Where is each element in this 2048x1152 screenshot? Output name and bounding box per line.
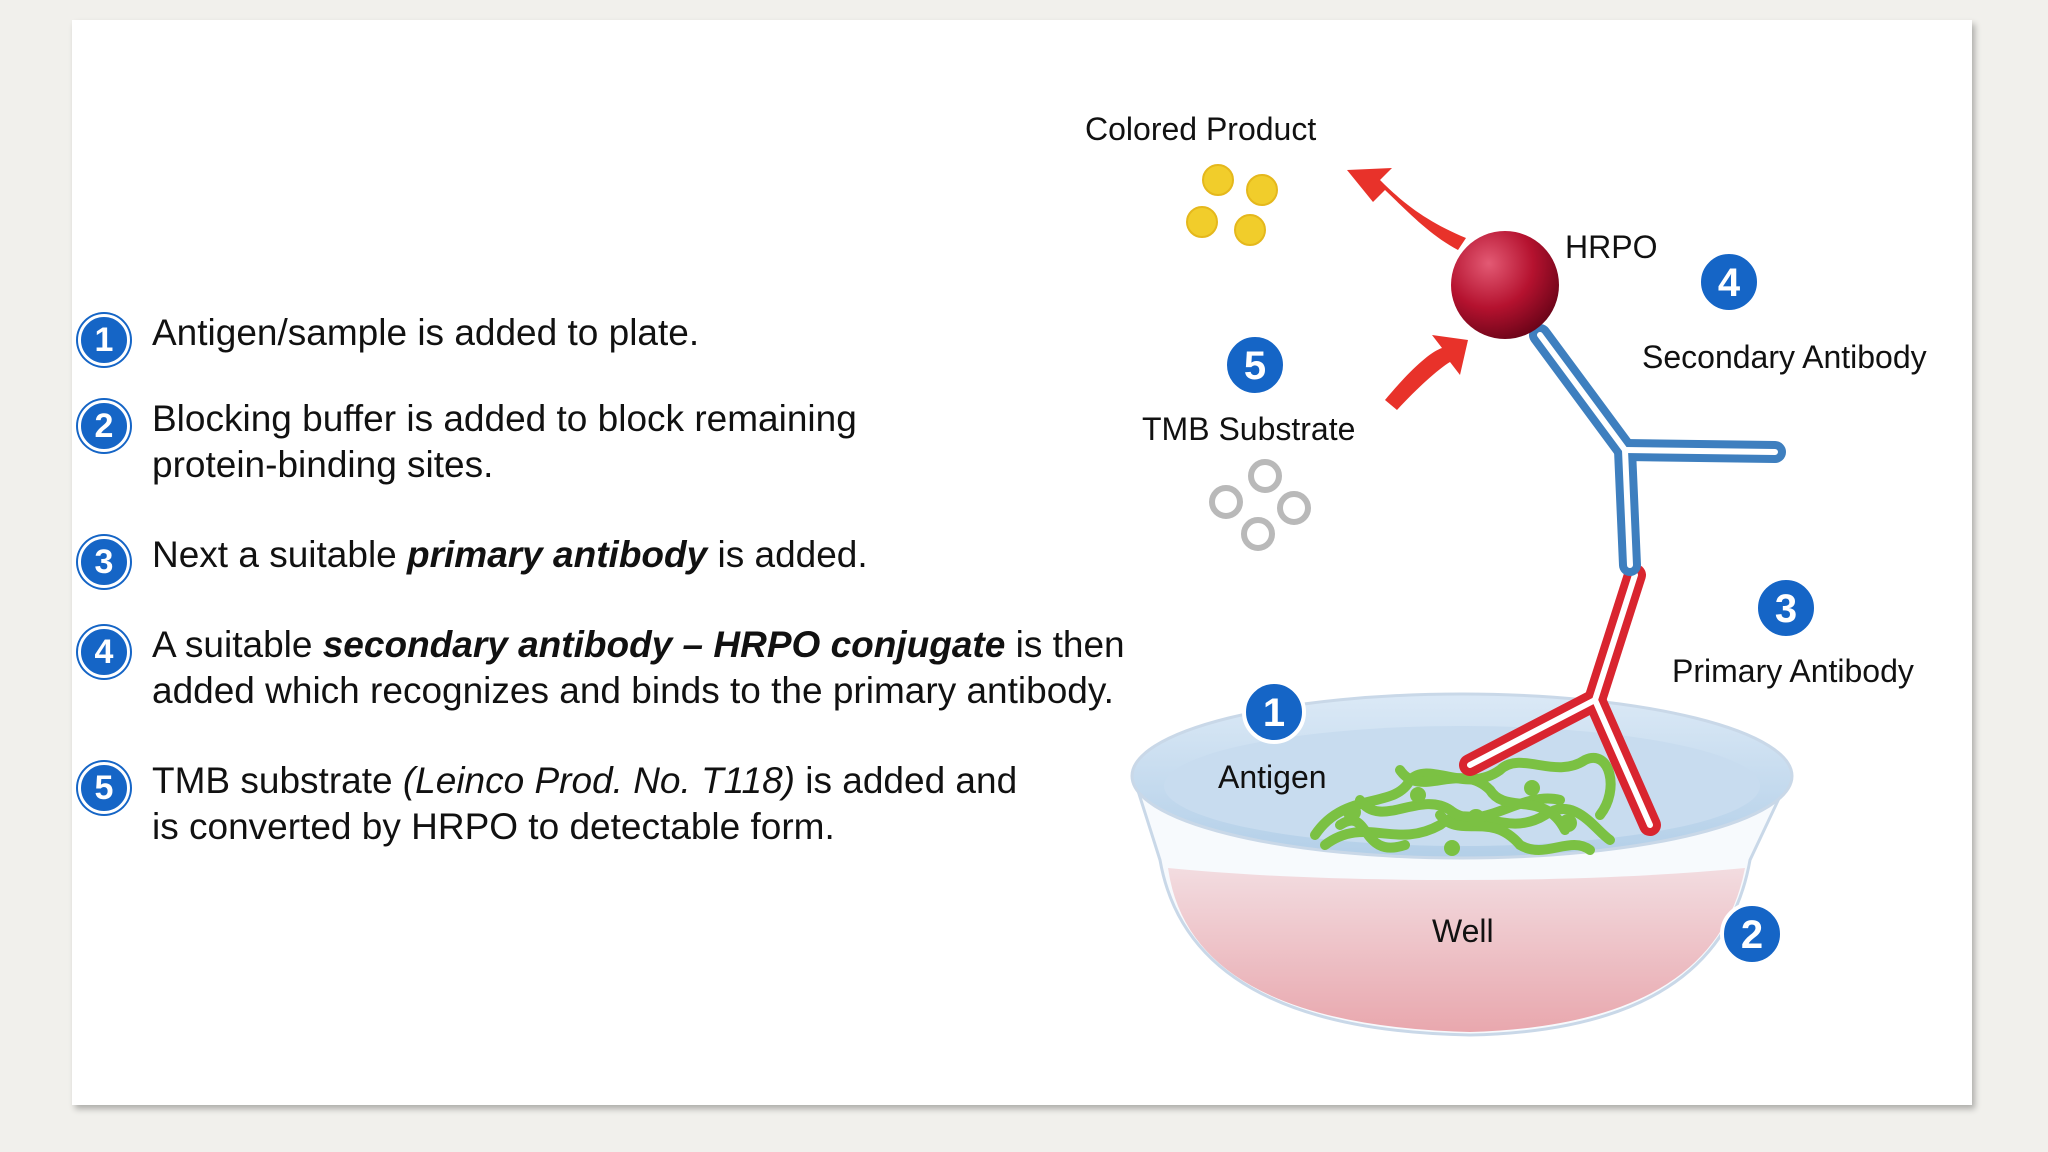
- step-text: Blocking buffer is added to block remain…: [152, 398, 857, 485]
- svg-text:2: 2: [1741, 913, 1763, 957]
- antigen-mass: [1310, 753, 1616, 855]
- step-number-badge: 3: [78, 536, 130, 588]
- step-2: 2 Blocking buffer is added to block rema…: [72, 396, 1132, 488]
- step-number-badge: 1: [78, 314, 130, 366]
- product-arrow: [1347, 168, 1466, 250]
- step-5: 5 TMB substrate (Leinco Prod. No. T118) …: [72, 758, 1132, 850]
- step-3: 3 Next a suitable primary antibody is ad…: [72, 532, 1132, 588]
- badge-well: 2: [1720, 902, 1784, 966]
- step-number-badge: 5: [78, 762, 130, 814]
- step-1: 1 Antigen/sample is added to plate.: [72, 310, 1132, 366]
- tmb-substrate-label: TMB Substrate: [1142, 411, 1355, 447]
- well-liquid: [1168, 868, 1745, 1032]
- step-text: Next a suitable primary antibody is adde…: [152, 534, 868, 575]
- step-text: TMB substrate (Leinco Prod. No. T118) is…: [152, 760, 1018, 847]
- antigen-dots: [1343, 780, 1577, 856]
- badge-primary: 3: [1754, 576, 1818, 640]
- colored-product-dots: [1186, 164, 1278, 246]
- steps-list: 1 Antigen/sample is added to plate. 2 Bl…: [72, 310, 1132, 850]
- svg-text:5: 5: [1244, 344, 1266, 388]
- tmb-substrate-circles: [1209, 459, 1311, 551]
- svg-text:1: 1: [1263, 691, 1285, 735]
- colored-product-label: Colored Product: [1085, 111, 1316, 147]
- hrpo-label: HRPO: [1565, 229, 1657, 265]
- step-4: 4 A suitable secondary antibody – HRPO c…: [72, 622, 1132, 714]
- hrpo-sphere: [1451, 231, 1559, 339]
- secondary-antibody: [1529, 324, 1786, 576]
- step-number-badge: 2: [78, 400, 130, 452]
- svg-text:4: 4: [1718, 261, 1741, 305]
- primary-antibody: [1459, 564, 1661, 836]
- step-text: A suitable secondary antibody – HRPO con…: [152, 624, 1125, 711]
- step-text: Antigen/sample is added to plate.: [152, 312, 700, 353]
- well-dish: [1130, 692, 1794, 1037]
- secondary-antibody-label: Secondary Antibody: [1642, 339, 1927, 375]
- badge-antigen: 1: [1242, 680, 1306, 744]
- primary-antibody-label: Primary Antibody: [1672, 653, 1914, 689]
- svg-text:3: 3: [1775, 587, 1797, 631]
- antigen-label: Antigen: [1218, 759, 1327, 795]
- substrate-arrow: [1385, 335, 1468, 410]
- badge-tmb: 5: [1223, 333, 1287, 397]
- badge-secondary: 4: [1697, 250, 1761, 314]
- well-label: Well: [1432, 913, 1494, 949]
- step-number-badge: 4: [78, 626, 130, 678]
